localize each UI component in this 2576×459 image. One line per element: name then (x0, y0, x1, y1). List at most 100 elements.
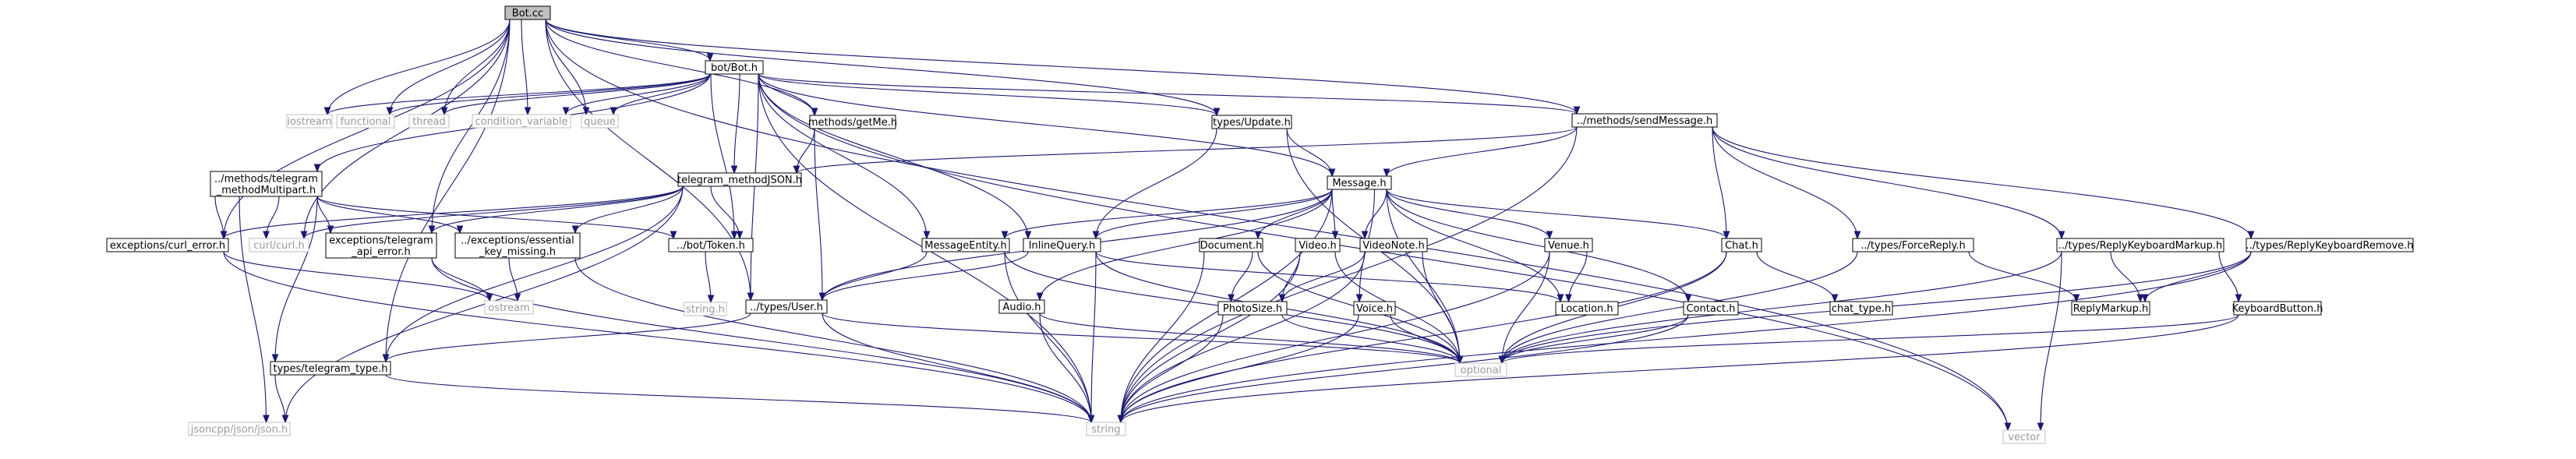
node-label: _key_missing.h (479, 246, 556, 258)
arrowhead-icon (818, 292, 826, 302)
node-audio-h[interactable]: Audio.h (998, 299, 1045, 314)
node-document-h[interactable]: Document.h (1199, 238, 1263, 252)
node-photosize-h[interactable]: PhotoSize.h (1217, 301, 1288, 316)
dependency-edge-bot_bot_h-to-functional (386, 73, 711, 116)
node-types-replykeyboardremove[interactable]: ../types/ReplyKeyboardRemove.h (2246, 238, 2414, 252)
dependency-edge-bot_cc-to-condition_variable (521, 19, 532, 116)
node-string: string (1086, 422, 1126, 436)
node-label: bot/Bot.h (711, 62, 758, 74)
node-video-h[interactable]: Video.h (1295, 238, 1341, 252)
node-chat-type-h[interactable]: chat_type.h (1829, 301, 1893, 316)
node-location-h[interactable]: Location.h (1555, 301, 1619, 316)
node-voice-h[interactable]: Voice.h (1353, 301, 1396, 316)
node-bot-bot-h[interactable]: bot/Bot.h (705, 60, 764, 75)
node-inline-query[interactable]: InlineQuery.h (1023, 238, 1101, 252)
node-label: Contact.h (1687, 303, 1736, 315)
arrowhead-icon (386, 107, 394, 116)
node-telegram-methodjson[interactable]: telegram_methodJSON.h (677, 172, 802, 187)
dependency-edge-telegram_methodjson-to-exceptions_essential_key_missing (571, 185, 684, 235)
arrowhead-icon (2136, 294, 2144, 303)
dependency-edge-types_telegram_type-to-json_h (274, 374, 289, 424)
dependency-edge-types_user-to-types_telegram_type (382, 312, 751, 363)
node-label: types/telegram_type.h (273, 363, 387, 375)
dependency-edge-types_update-to-inline_query (1092, 128, 1217, 240)
dependency-edge-bot_cc-to-bot_bot_h (545, 19, 714, 62)
node-message-h[interactable]: Message.h (1327, 175, 1392, 190)
dependency-edge-methods_sendmessage-to-telegram_methodjson (793, 126, 1578, 175)
node-label: Bot.cc (512, 8, 543, 19)
node-types-update[interactable]: types/Update.h (1211, 115, 1292, 129)
node-types-telegram-type[interactable]: types/telegram_type.h (270, 361, 391, 376)
node-label: ../methods/sendMessage.h (1577, 115, 1713, 127)
node-types-replykeyboardmarkup[interactable]: ../types/ReplyKeyboardMarkup.h (2056, 238, 2224, 252)
node-venue-h[interactable]: Venue.h (1544, 238, 1593, 252)
arrowhead-icon (2058, 231, 2065, 240)
arrowhead-icon (300, 231, 308, 240)
arrowhead-icon (707, 295, 715, 304)
node-methods-getme[interactable]: methods/getMe.h (808, 115, 897, 129)
node-iostream: iostream (286, 114, 333, 129)
arrowhead-icon (1498, 355, 1506, 365)
node-label: ../types/ReplyKeyboardMarkup.h (2058, 240, 2222, 252)
dependency-edge-telegram_methodjson-to-exceptions_curl_error (220, 185, 684, 240)
node-types-user[interactable]: ../types/User.h (745, 299, 828, 314)
node-exceptions-essential-key-missing[interactable]: ../exceptions/essential_key_missing.h (454, 232, 581, 259)
arrowhead-icon (2072, 294, 2080, 303)
node-label: InlineQuery.h (1029, 240, 1096, 252)
arrowhead-icon (1278, 294, 1286, 303)
dependency-edge-telegram_multipart-to-exceptions_telegram_api_error (316, 196, 334, 235)
node-exceptions-telegram-api-error[interactable]: exceptions/telegram_api_error.h (325, 232, 437, 259)
node-bot-cc[interactable]: Bot.cc (504, 5, 551, 20)
dependency-edge-types_replykeyboardmarkup-to-replymarkup_h (2110, 251, 2144, 303)
node-condition-variable: condition_variable (472, 114, 571, 129)
arrowhead-icon (736, 231, 744, 240)
dependency-edge-bot_cc-to-types_update (545, 19, 1221, 117)
dependency-edge-bot_bot_h-to-types_update (758, 73, 1221, 117)
node-keyboardbutton-h[interactable]: KeyboardButton.h (2231, 301, 2323, 316)
node-label: _api_error.h (351, 246, 410, 258)
arrowhead-icon (730, 165, 738, 175)
node-methods-sendmessage[interactable]: ../methods/sendMessage.h (1571, 113, 1718, 128)
arrowhead-icon (514, 293, 521, 302)
dependency-edge-videonote_h-to-photosize_h (1278, 251, 1366, 303)
dependency-edge-bot_bot_h-to-telegram_methodjson (730, 73, 740, 175)
arrowhead-icon (1254, 231, 1262, 240)
dependency-edge-voice_h-to-optional (1390, 314, 1464, 365)
node-label: MessageEntity.h (924, 240, 1006, 252)
arrowhead-icon (1831, 294, 1839, 303)
node-label: exceptions/curl_error.h (110, 240, 225, 252)
dependency-edge-document_h-to-photosize_h (1228, 251, 1253, 303)
node-exceptions-curl-error[interactable]: exceptions/curl_error.h (106, 238, 229, 252)
node-videonote-h[interactable]: VideoNote.h (1359, 238, 1428, 252)
node-label: Audio.h (1002, 302, 1041, 313)
dependency-edge-telegram_multipart-to-exceptions_essential_key_missing (316, 196, 464, 235)
node-contact-h[interactable]: Contact.h (1683, 301, 1739, 316)
node-replymarkup-h[interactable]: ReplyMarkup.h (2071, 301, 2150, 316)
node-label: ostream (488, 302, 530, 314)
node-label: Message.h (1332, 178, 1386, 189)
arrowhead-icon (1328, 168, 1336, 178)
arrowhead-icon (1361, 231, 1369, 240)
dependency-edge-message_h-to-audio_h (1036, 189, 1333, 302)
node-bot-token[interactable]: ../bot/Token.h (668, 238, 754, 252)
node-label: ../types/ForceReply.h (1860, 240, 1966, 252)
arrowhead-icon (1565, 294, 1572, 303)
node-telegram-multipart[interactable]: ../methods/telegram_methodMultipart.h (210, 171, 323, 197)
node-vector: vector (2002, 429, 2046, 444)
dependency-edge-message_h-to-chat_h (1386, 189, 1730, 240)
node-label: ../types/ReplyKeyboardRemove.h (2246, 240, 2413, 252)
dependency-edge-message_h-to-message_entity (1001, 189, 1333, 240)
node-message-entity[interactable]: MessageEntity.h (921, 238, 1010, 252)
node-chat-h[interactable]: Chat.h (1721, 238, 1762, 252)
dependency-edge-inline_query-to-types_user (818, 251, 1029, 302)
dependency-edge-exceptions_curl_error-to-string (223, 251, 1095, 424)
dependency-edge-bot_bot_h-to-methods_getme (758, 73, 818, 117)
node-label: exceptions/telegram (329, 235, 433, 246)
dependency-edge-bot_cc-to-methods_sendmessage (545, 19, 1581, 115)
dependency-edge-telegram_methodjson-to-json_h (281, 185, 684, 424)
dependency-edge-exceptions_essential_key_missing-to-string (574, 257, 1095, 424)
node-label: types/Update.h (1213, 117, 1291, 129)
arrowhead-icon (1331, 231, 1339, 240)
node-types-forcereply[interactable]: ../types/ForceReply.h (1852, 238, 1974, 252)
